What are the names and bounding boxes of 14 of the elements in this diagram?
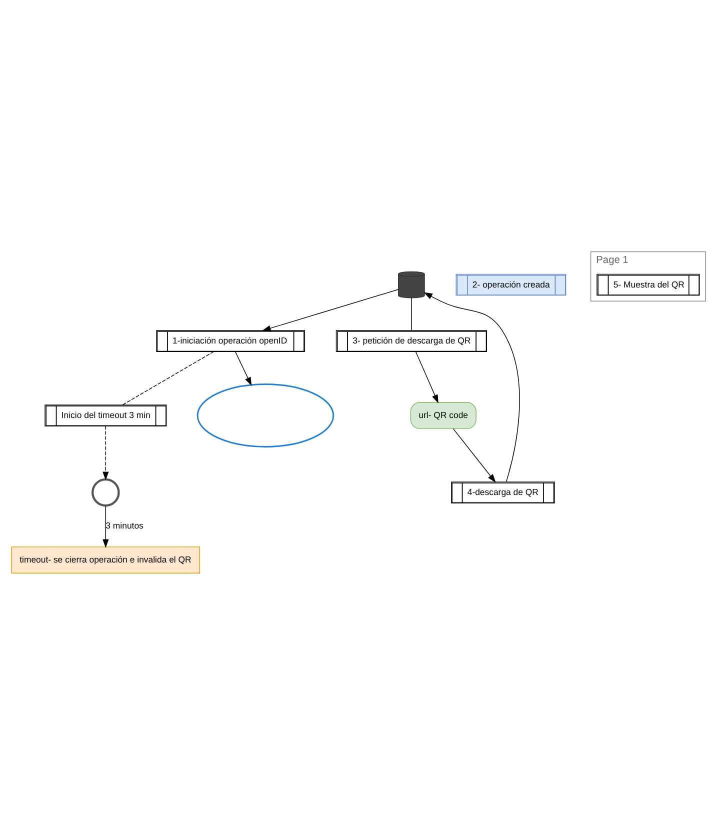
edge-label: 3 minutos: [106, 520, 144, 530]
arrow: [424, 292, 520, 482]
connector: [411, 298, 412, 331]
node-cloud: [196, 384, 334, 448]
arrow: [102, 426, 109, 480]
arrow: [102, 505, 109, 548]
node-box: timeout- se cierra operación e invalida el QR: [11, 546, 200, 574]
arrow: [415, 351, 438, 404]
arrow: [452, 428, 496, 483]
node-box: url- QR code: [410, 402, 476, 429]
node-circle: [92, 478, 120, 507]
connector: [122, 351, 214, 406]
arrow: [262, 289, 398, 332]
arrow: [234, 351, 252, 386]
